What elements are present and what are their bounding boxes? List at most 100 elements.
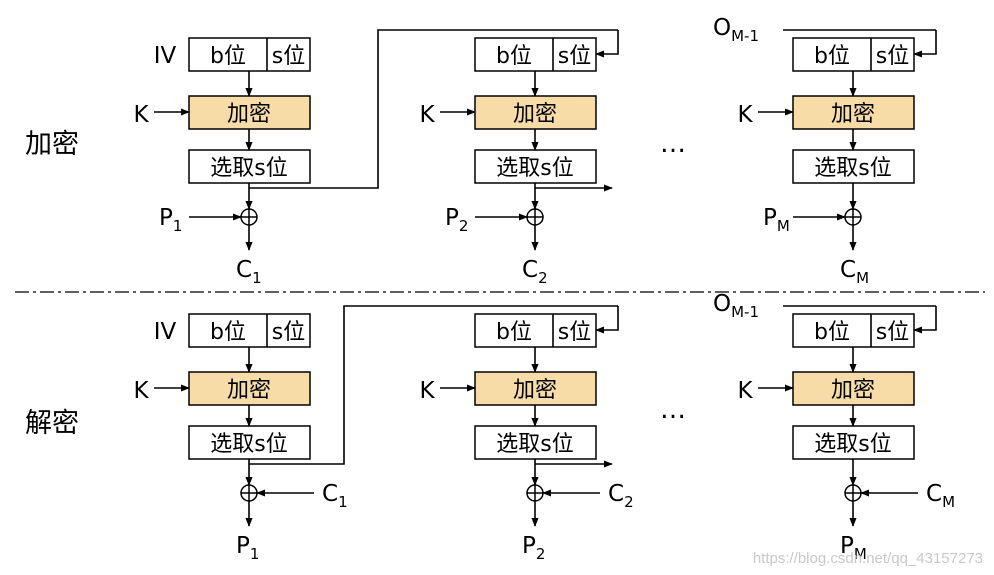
s-bits-label: s位	[876, 320, 909, 345]
select-box-label: 选取s位	[210, 156, 287, 181]
plaintext-output-label-subscript: 2	[536, 545, 546, 563]
encrypt-feedback-connector	[249, 29, 618, 189]
ciphertext-output-label-main: C	[840, 257, 856, 283]
encrypt-section-title: 加密	[25, 129, 79, 160]
encrypt-box	[188, 95, 311, 130]
select-box	[188, 425, 311, 460]
select-box	[474, 149, 597, 184]
ciphertext-input-label: C2	[608, 481, 634, 511]
ciphertext-output-label-main: C	[236, 257, 252, 283]
plaintext-output-label: PM	[840, 533, 867, 563]
feedback-into-register	[913, 306, 937, 334]
select-box-label: 选取s位	[496, 156, 573, 181]
b-bits-label: b位	[496, 320, 532, 345]
register-box	[792, 313, 915, 348]
ciphertext-output-label-main: C	[522, 257, 538, 283]
ciphertext-output-label-subscript: 1	[252, 269, 262, 287]
key-label: K	[419, 102, 435, 128]
select-box-label: 选取s位	[814, 432, 891, 457]
encrypt-box-label: 加密	[227, 378, 271, 403]
b-bits-label: b位	[814, 44, 850, 69]
encrypt-box-label: 加密	[513, 378, 557, 403]
b-bits-label: b位	[210, 44, 246, 69]
ciphertext-output-label: CM	[840, 257, 869, 287]
shift-register: b位 s位	[792, 313, 915, 348]
plaintext-output-label-subscript: 1	[250, 545, 260, 563]
decrypt-section-title: 解密	[25, 408, 79, 439]
xor-icon	[844, 208, 862, 226]
plaintext-output-label-main: P	[840, 533, 854, 559]
key-label: K	[419, 378, 435, 404]
xor-icon	[240, 208, 258, 226]
plaintext-output-label-subscript: M	[854, 545, 867, 563]
b-bits-label: b位	[210, 320, 246, 345]
feedback-into-register	[595, 30, 619, 58]
ciphertext-output-label-subscript: 2	[538, 269, 548, 287]
select-box-label: 选取s位	[496, 432, 573, 457]
ciphertext-input-label-subscript: 2	[624, 493, 634, 511]
select-box-label: 选取s位	[210, 432, 287, 457]
plaintext-output-label-main: P	[236, 533, 250, 559]
feedback-into-register	[913, 30, 937, 58]
encrypt-box-label: 加密	[831, 378, 875, 403]
key-label: K	[737, 378, 753, 404]
encrypt-box-label: 加密	[831, 102, 875, 127]
select-box	[792, 425, 915, 460]
ciphertext-input-label-main: C	[608, 481, 624, 507]
plaintext-input-label: P2	[445, 205, 468, 235]
shift-register: b位 s位	[474, 313, 597, 348]
s-bits-label: s位	[558, 320, 591, 345]
plaintext-input-label-main: P	[445, 205, 459, 231]
ciphertext-output-label: C1	[236, 257, 262, 287]
xor-icon	[844, 484, 862, 502]
shift-register: b位 s位	[188, 313, 311, 348]
b-bits-label: b位	[814, 320, 850, 345]
o-m-1-label-main: O	[713, 15, 731, 41]
shift-register: b位 s位	[188, 37, 311, 72]
o-m-1-label-main: O	[713, 291, 731, 317]
select-box	[474, 425, 597, 460]
s-bits-label: s位	[272, 44, 305, 69]
o-m-1-label-subscript: M-1	[731, 303, 759, 321]
iv-label: IV	[154, 319, 177, 345]
ciphertext-input-label-subscript: 1	[338, 493, 348, 511]
plaintext-input-label-main: P	[159, 205, 173, 231]
encrypt-ellipsis: …	[660, 129, 686, 159]
encrypt-box-label: 加密	[513, 102, 557, 127]
xor-icon	[526, 484, 544, 502]
s-bits-label: s位	[272, 320, 305, 345]
encrypt-box-label: 加密	[227, 102, 271, 127]
select-box	[188, 149, 311, 184]
decrypt-ellipsis: …	[660, 395, 686, 425]
plaintext-input-label-subscript: 1	[173, 217, 183, 235]
b-bits-label: b位	[496, 44, 532, 69]
select-box	[792, 149, 915, 184]
key-label: K	[133, 102, 149, 128]
plaintext-input-label-main: P	[763, 205, 777, 231]
watermark: https://blog.csdn.net/qq_43157273	[753, 550, 983, 567]
select-box-label: 选取s位	[814, 156, 891, 181]
o-m-1-label: OM-1	[713, 291, 759, 321]
feedback-into-register	[595, 306, 619, 334]
ciphertext-input-label-main: C	[322, 481, 338, 507]
xor-icon	[526, 208, 544, 226]
encrypt-box	[792, 95, 915, 130]
o-m-1-label: OM-1	[713, 15, 759, 45]
plaintext-output-label: P1	[236, 533, 259, 563]
o-m-1-label-subscript: M-1	[731, 27, 759, 45]
plaintext-output-label-main: P	[522, 533, 536, 559]
register-box	[188, 313, 311, 348]
ciphertext-output-label-subscript: M	[856, 269, 869, 287]
plaintext-input-label-subscript: 2	[459, 217, 469, 235]
key-label: K	[133, 378, 149, 404]
ciphertext-input-label: C1	[322, 481, 348, 511]
